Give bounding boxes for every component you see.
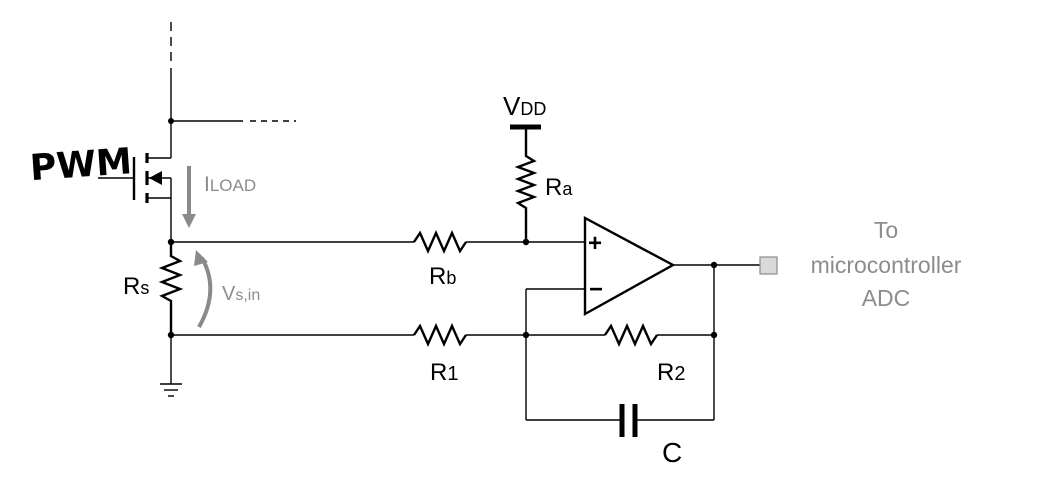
rs-label: Rs: [123, 273, 149, 300]
drain-junction-node: [168, 118, 174, 124]
resistor-r2: [604, 323, 658, 347]
output-label-line2: microcontroller: [811, 252, 962, 278]
r1-r2-junction-node: [522, 331, 530, 339]
resistor-rb: [413, 230, 467, 254]
ra-label: Ra: [545, 174, 573, 201]
iload-label: ILOAD: [204, 173, 256, 196]
r2-label: R2: [657, 359, 685, 386]
opamp-triangle: [583, 215, 676, 317]
resistor-ra: [514, 127, 538, 242]
ra-rb-junction-node: [522, 238, 530, 246]
opamp-minus-sign: −: [589, 276, 603, 303]
mosfet-body-arrow: [149, 171, 162, 185]
r1-label: R1: [430, 359, 458, 386]
resistor-r1: [413, 323, 467, 347]
adc-terminal: [759, 256, 778, 275]
vsin-voltage-arrow: [194, 250, 213, 328]
opamp-plus-sign: +: [588, 230, 602, 257]
vsin-label: Vs,in: [222, 283, 260, 305]
mosfet-drain-continuation: [168, 22, 296, 150]
pwm-label: PWM: [29, 141, 134, 189]
iload-current-arrow: [182, 166, 196, 228]
ground-symbol: [160, 335, 182, 397]
rb-label: Rb: [429, 263, 456, 290]
capacitor-label: C: [662, 437, 682, 468]
vdd-label: VDD: [503, 91, 546, 121]
mosfet-transistor: [98, 150, 172, 242]
output-node: [710, 261, 718, 269]
shunt-resistor-rs: [158, 242, 184, 335]
output-label-line1: To: [874, 217, 898, 243]
output-label-line3: ADC: [862, 285, 911, 311]
